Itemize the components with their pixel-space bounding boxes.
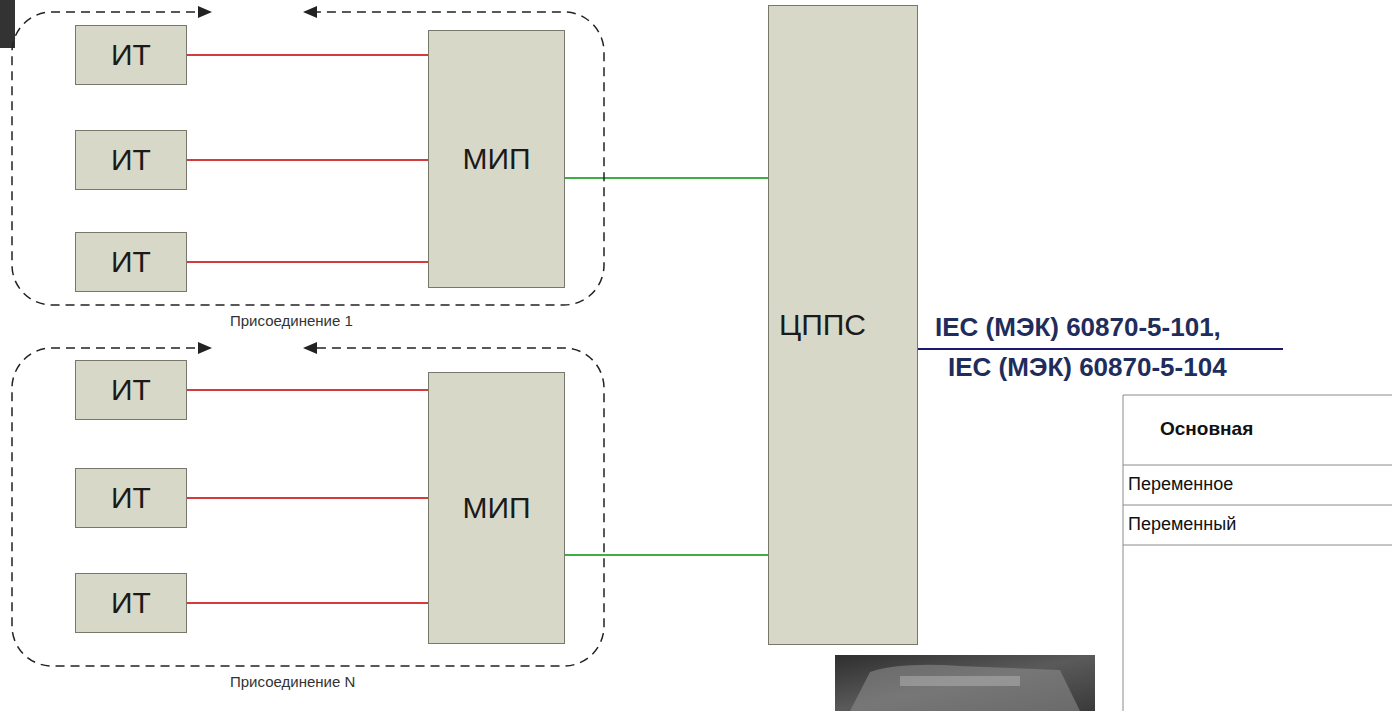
- photo-detail: [900, 676, 1020, 686]
- table-rule: [1123, 465, 1392, 466]
- protocol-label: IEC (МЭК) 60870-5-101,: [935, 312, 1221, 342]
- device-box: МИП: [428, 30, 565, 288]
- device-label: ИТ: [111, 37, 151, 73]
- device-label: МИП: [462, 141, 530, 177]
- table-rule: [1123, 395, 1392, 396]
- photo-frame: [835, 655, 1095, 711]
- table-rule: [1123, 395, 1124, 711]
- connection-group: Присоединение 1ИТИТИТМИП: [12, 12, 604, 305]
- signal-wire: [187, 54, 428, 56]
- device-box: МИП: [428, 372, 565, 644]
- signal-wire: [187, 497, 428, 499]
- device-label: ЦППС: [779, 307, 866, 343]
- device-box: ЦППС: [768, 5, 918, 645]
- device-box: ИТ: [75, 573, 187, 633]
- table-grid: [1123, 395, 1392, 711]
- table-rule: [1123, 505, 1392, 506]
- text-label-box: Переменный: [1128, 514, 1236, 536]
- signal-wire: [187, 602, 428, 604]
- table-cell: Переменное: [1128, 474, 1233, 494]
- group-border: [12, 12, 604, 305]
- device-photo: [835, 655, 1095, 711]
- connection-group: Присоединение NИТИТИТМИП: [12, 348, 604, 666]
- device-box: ИТ: [75, 468, 187, 528]
- device-box: ИТ: [75, 25, 187, 85]
- signal-wire: [187, 389, 428, 391]
- direction-arrow: [198, 6, 212, 18]
- corner-patch: [0, 0, 15, 48]
- text-label-box: IEC (МЭК) 60870-5-101,: [935, 312, 1221, 343]
- protocol-line: [918, 348, 1283, 350]
- text-label-box: Основная: [1160, 418, 1253, 441]
- group-border: [12, 348, 604, 666]
- text-label-box: Переменное: [1128, 474, 1233, 496]
- device-label: ИТ: [111, 244, 151, 280]
- device-label: ИТ: [111, 585, 151, 621]
- table-cell: Основная: [1160, 418, 1253, 439]
- protocol-label: IEC (МЭК) 60870-5-104: [948, 352, 1227, 382]
- device-box: ИТ: [75, 232, 187, 292]
- direction-arrow: [303, 342, 317, 354]
- device-box: ИТ: [75, 130, 187, 190]
- device-label: ИТ: [111, 480, 151, 516]
- device-box: ИТ: [75, 360, 187, 420]
- device-label: ИТ: [111, 372, 151, 408]
- device-label: ИТ: [111, 142, 151, 178]
- table-ground: [1123, 395, 1392, 711]
- group-label: Присоединение N: [230, 673, 355, 691]
- direction-arrow: [198, 342, 212, 354]
- group-label: Присоединение 1: [230, 312, 353, 330]
- table-cell: Переменный: [1128, 514, 1236, 534]
- data-link: [565, 177, 768, 179]
- device-label: МИП: [462, 490, 530, 526]
- signal-wire: [187, 159, 428, 161]
- table-rule: [1123, 545, 1392, 546]
- photo-device: [850, 665, 1080, 711]
- data-link: [565, 554, 768, 556]
- signal-wire: [187, 261, 428, 263]
- direction-arrow: [303, 6, 317, 18]
- text-label-box: IEC (МЭК) 60870-5-104: [948, 352, 1227, 383]
